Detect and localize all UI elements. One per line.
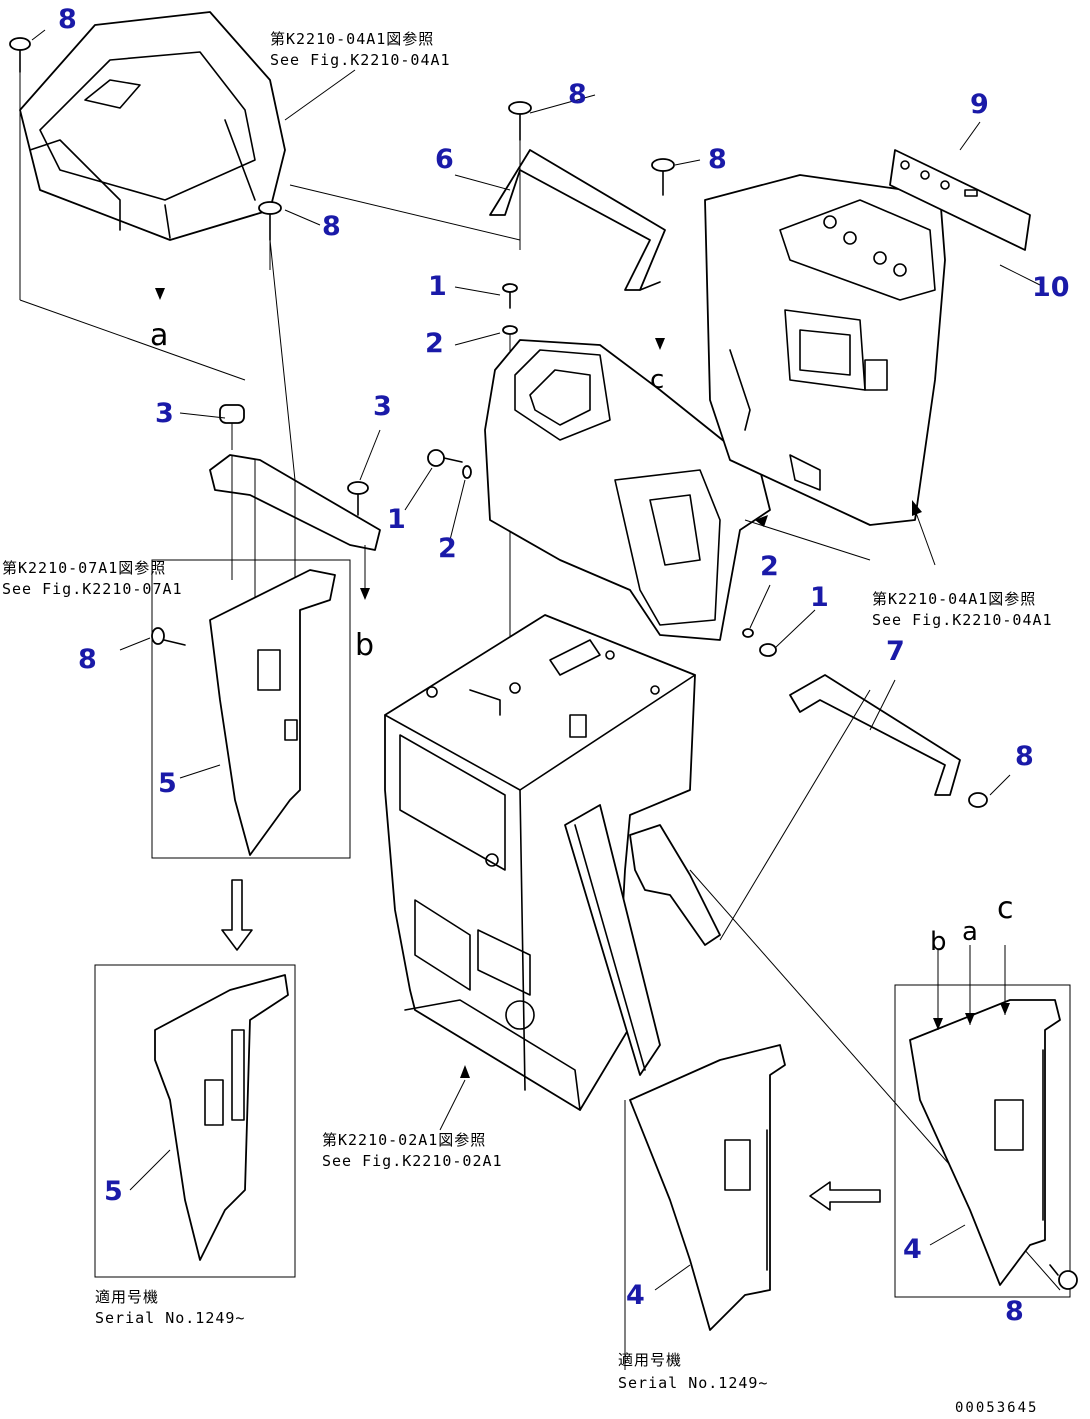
part-6-bracket bbox=[489, 149, 666, 291]
callout-numbers: 8 8 8 8 8 8 8 6 9 10 1 2 3 3 1 2 2 1 7 5… bbox=[58, 4, 1070, 1327]
electrical-unit bbox=[704, 174, 946, 526]
ref-left-jp: 第K2210-07A1図参照 bbox=[2, 559, 166, 577]
part-7-bracket bbox=[789, 674, 961, 796]
ref-right-en: See Fig.K2210-04A1 bbox=[872, 611, 1053, 629]
letter-c: c bbox=[997, 891, 1014, 926]
ref-right-jp: 第K2210-04A1図参照 bbox=[872, 590, 1036, 608]
callout-7: 7 bbox=[886, 636, 905, 667]
serial-left-en: Serial No.1249~ bbox=[95, 1309, 245, 1327]
callout-3: 3 bbox=[155, 398, 174, 429]
serial-left-jp: 適用号機 bbox=[95, 1288, 159, 1306]
callout-1: 1 bbox=[387, 504, 406, 535]
callout-8: 8 bbox=[322, 211, 341, 242]
ref-bottom-jp: 第K2210-02A1図参照 bbox=[322, 1131, 486, 1149]
top-cover-assembly bbox=[19, 11, 286, 241]
control-box bbox=[484, 339, 771, 641]
bolt-8-bottom-right bbox=[1049, 1264, 1078, 1290]
callout-4: 4 bbox=[626, 1280, 645, 1311]
callout-1: 1 bbox=[428, 271, 447, 302]
callout-8: 8 bbox=[78, 644, 97, 675]
callout-8: 8 bbox=[1015, 741, 1034, 772]
bolt-8-mid bbox=[508, 101, 532, 250]
bolt-8-left bbox=[119, 627, 186, 651]
bolt-1-right bbox=[742, 628, 777, 657]
callout-9: 9 bbox=[970, 89, 989, 120]
arrow-a: a bbox=[150, 288, 168, 353]
part-3-cap bbox=[219, 404, 245, 450]
letter-b: b bbox=[355, 628, 374, 663]
part-4-box bbox=[894, 945, 1071, 1298]
callout-8: 8 bbox=[1005, 1296, 1024, 1327]
part-5-box-upper bbox=[151, 559, 351, 859]
bolt-8-right-bracket bbox=[968, 774, 1011, 808]
callout-5: 5 bbox=[104, 1176, 123, 1207]
callout-8: 8 bbox=[568, 79, 587, 110]
column-bracket bbox=[564, 804, 661, 1076]
part-3-bolt bbox=[347, 481, 369, 516]
callout-10: 10 bbox=[1032, 272, 1070, 303]
down-arrow bbox=[221, 879, 253, 951]
serial-notes: 適用号機 Serial No.1249~ 適用号機 Serial No.1249… bbox=[95, 1288, 768, 1392]
left-arrow bbox=[809, 1181, 881, 1211]
serial-center-jp: 適用号機 bbox=[618, 1351, 682, 1369]
part-4-center bbox=[624, 1044, 786, 1370]
letter-a: a bbox=[150, 318, 168, 353]
callout-leaders bbox=[31, 29, 966, 1291]
reference-notes: 第K2210-04A1図参照 See Fig.K2210-04A1 第K2210… bbox=[2, 30, 1053, 1170]
ref-top-jp: 第K2210-04A1図参照 bbox=[270, 30, 434, 48]
callout-5: 5 bbox=[158, 768, 177, 799]
serial-center-en: Serial No.1249~ bbox=[618, 1374, 768, 1392]
bracket-plate bbox=[209, 239, 381, 620]
callout-3: 3 bbox=[373, 391, 392, 422]
ref-bottom-en: See Fig.K2210-02A1 bbox=[322, 1152, 503, 1170]
drawing-code: 00053645 bbox=[955, 1400, 1038, 1416]
callout-1: 1 bbox=[810, 582, 829, 613]
callout-2: 2 bbox=[438, 533, 457, 564]
callout-8: 8 bbox=[708, 144, 727, 175]
callout-8: 8 bbox=[58, 4, 77, 35]
bolt-1-side bbox=[427, 449, 472, 479]
part-9-plate bbox=[889, 121, 1031, 251]
svg-text:b: b bbox=[930, 927, 947, 957]
ref-top-en: See Fig.K2210-04A1 bbox=[270, 51, 451, 69]
callout-2: 2 bbox=[425, 328, 444, 359]
callout-4: 4 bbox=[903, 1234, 922, 1265]
svg-text:a: a bbox=[962, 917, 978, 947]
bolt-8-mid-right bbox=[651, 158, 675, 196]
bolt-8-cover bbox=[258, 201, 282, 270]
bolt-8-top-left bbox=[9, 37, 246, 381]
callout-6: 6 bbox=[435, 144, 454, 175]
part-5-box-lower bbox=[94, 964, 296, 1278]
callout-2: 2 bbox=[760, 551, 779, 582]
ref-left-en: See Fig.K2210-07A1 bbox=[2, 580, 183, 598]
